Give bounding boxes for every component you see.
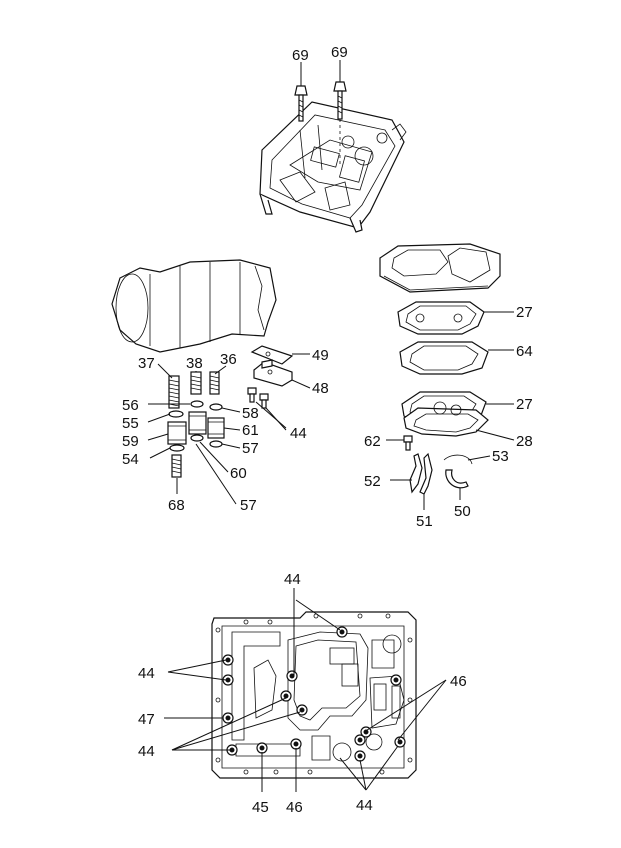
label-58: 58 bbox=[242, 405, 259, 422]
label-59: 59 bbox=[122, 433, 139, 450]
label-51: 51 bbox=[416, 513, 433, 530]
label-46-right: 46 bbox=[450, 673, 467, 690]
plates-48-49 bbox=[250, 345, 294, 387]
label-60: 60 bbox=[230, 465, 247, 482]
label-28: 28 bbox=[516, 433, 533, 450]
label-44-middle: 44 bbox=[290, 425, 307, 442]
label-50: 50 bbox=[454, 503, 471, 520]
bolts-44-mid bbox=[247, 387, 269, 409]
label-37: 37 bbox=[138, 355, 155, 372]
label-56: 56 bbox=[122, 397, 139, 414]
springs-and-valves bbox=[167, 371, 225, 478]
bolt-69-left bbox=[294, 85, 308, 122]
label-64: 64 bbox=[516, 343, 533, 360]
label-44-plate-top: 44 bbox=[284, 571, 301, 588]
label-62: 62 bbox=[364, 433, 381, 450]
label-44-plate-bottom: 44 bbox=[356, 797, 373, 814]
label-57-lower: 57 bbox=[240, 497, 257, 514]
plate-64 bbox=[399, 341, 489, 375]
label-52: 52 bbox=[364, 473, 381, 490]
label-61: 61 bbox=[242, 422, 259, 439]
label-44-plate-lower: 44 bbox=[138, 743, 155, 760]
label-27-top: 27 bbox=[516, 304, 533, 321]
label-54: 54 bbox=[122, 451, 139, 468]
bolt-62 bbox=[403, 435, 413, 451]
label-38: 38 bbox=[186, 355, 203, 372]
label-27-lower: 27 bbox=[516, 396, 533, 413]
label-47: 47 bbox=[138, 711, 155, 728]
valve-body-housing bbox=[259, 101, 407, 233]
valve-cover-block bbox=[379, 243, 501, 293]
label-36: 36 bbox=[220, 351, 237, 368]
plate-edge-holes bbox=[215, 613, 413, 775]
transmission-housing bbox=[111, 259, 277, 353]
label-45: 45 bbox=[252, 799, 269, 816]
label-46-bottom: 46 bbox=[286, 799, 303, 816]
label-55: 55 bbox=[122, 415, 139, 432]
bolt-69-right bbox=[333, 81, 347, 165]
label-49: 49 bbox=[312, 347, 329, 364]
label-69-right: 69 bbox=[331, 44, 348, 61]
label-48: 48 bbox=[312, 380, 329, 397]
valve-plate bbox=[211, 611, 417, 779]
gasket-27-28-stack bbox=[401, 391, 489, 437]
label-57-upper: 57 bbox=[242, 440, 259, 457]
gasket-27-top bbox=[397, 301, 485, 335]
leaders-bottom bbox=[164, 588, 447, 792]
label-69-left: 69 bbox=[292, 47, 309, 64]
label-68: 68 bbox=[168, 497, 185, 514]
label-53: 53 bbox=[492, 448, 509, 465]
leaders-middle-right bbox=[386, 311, 515, 510]
label-44-plate-left: 44 bbox=[138, 665, 155, 682]
leaders-middle-left bbox=[147, 353, 311, 505]
clips-50-53 bbox=[409, 452, 473, 495]
